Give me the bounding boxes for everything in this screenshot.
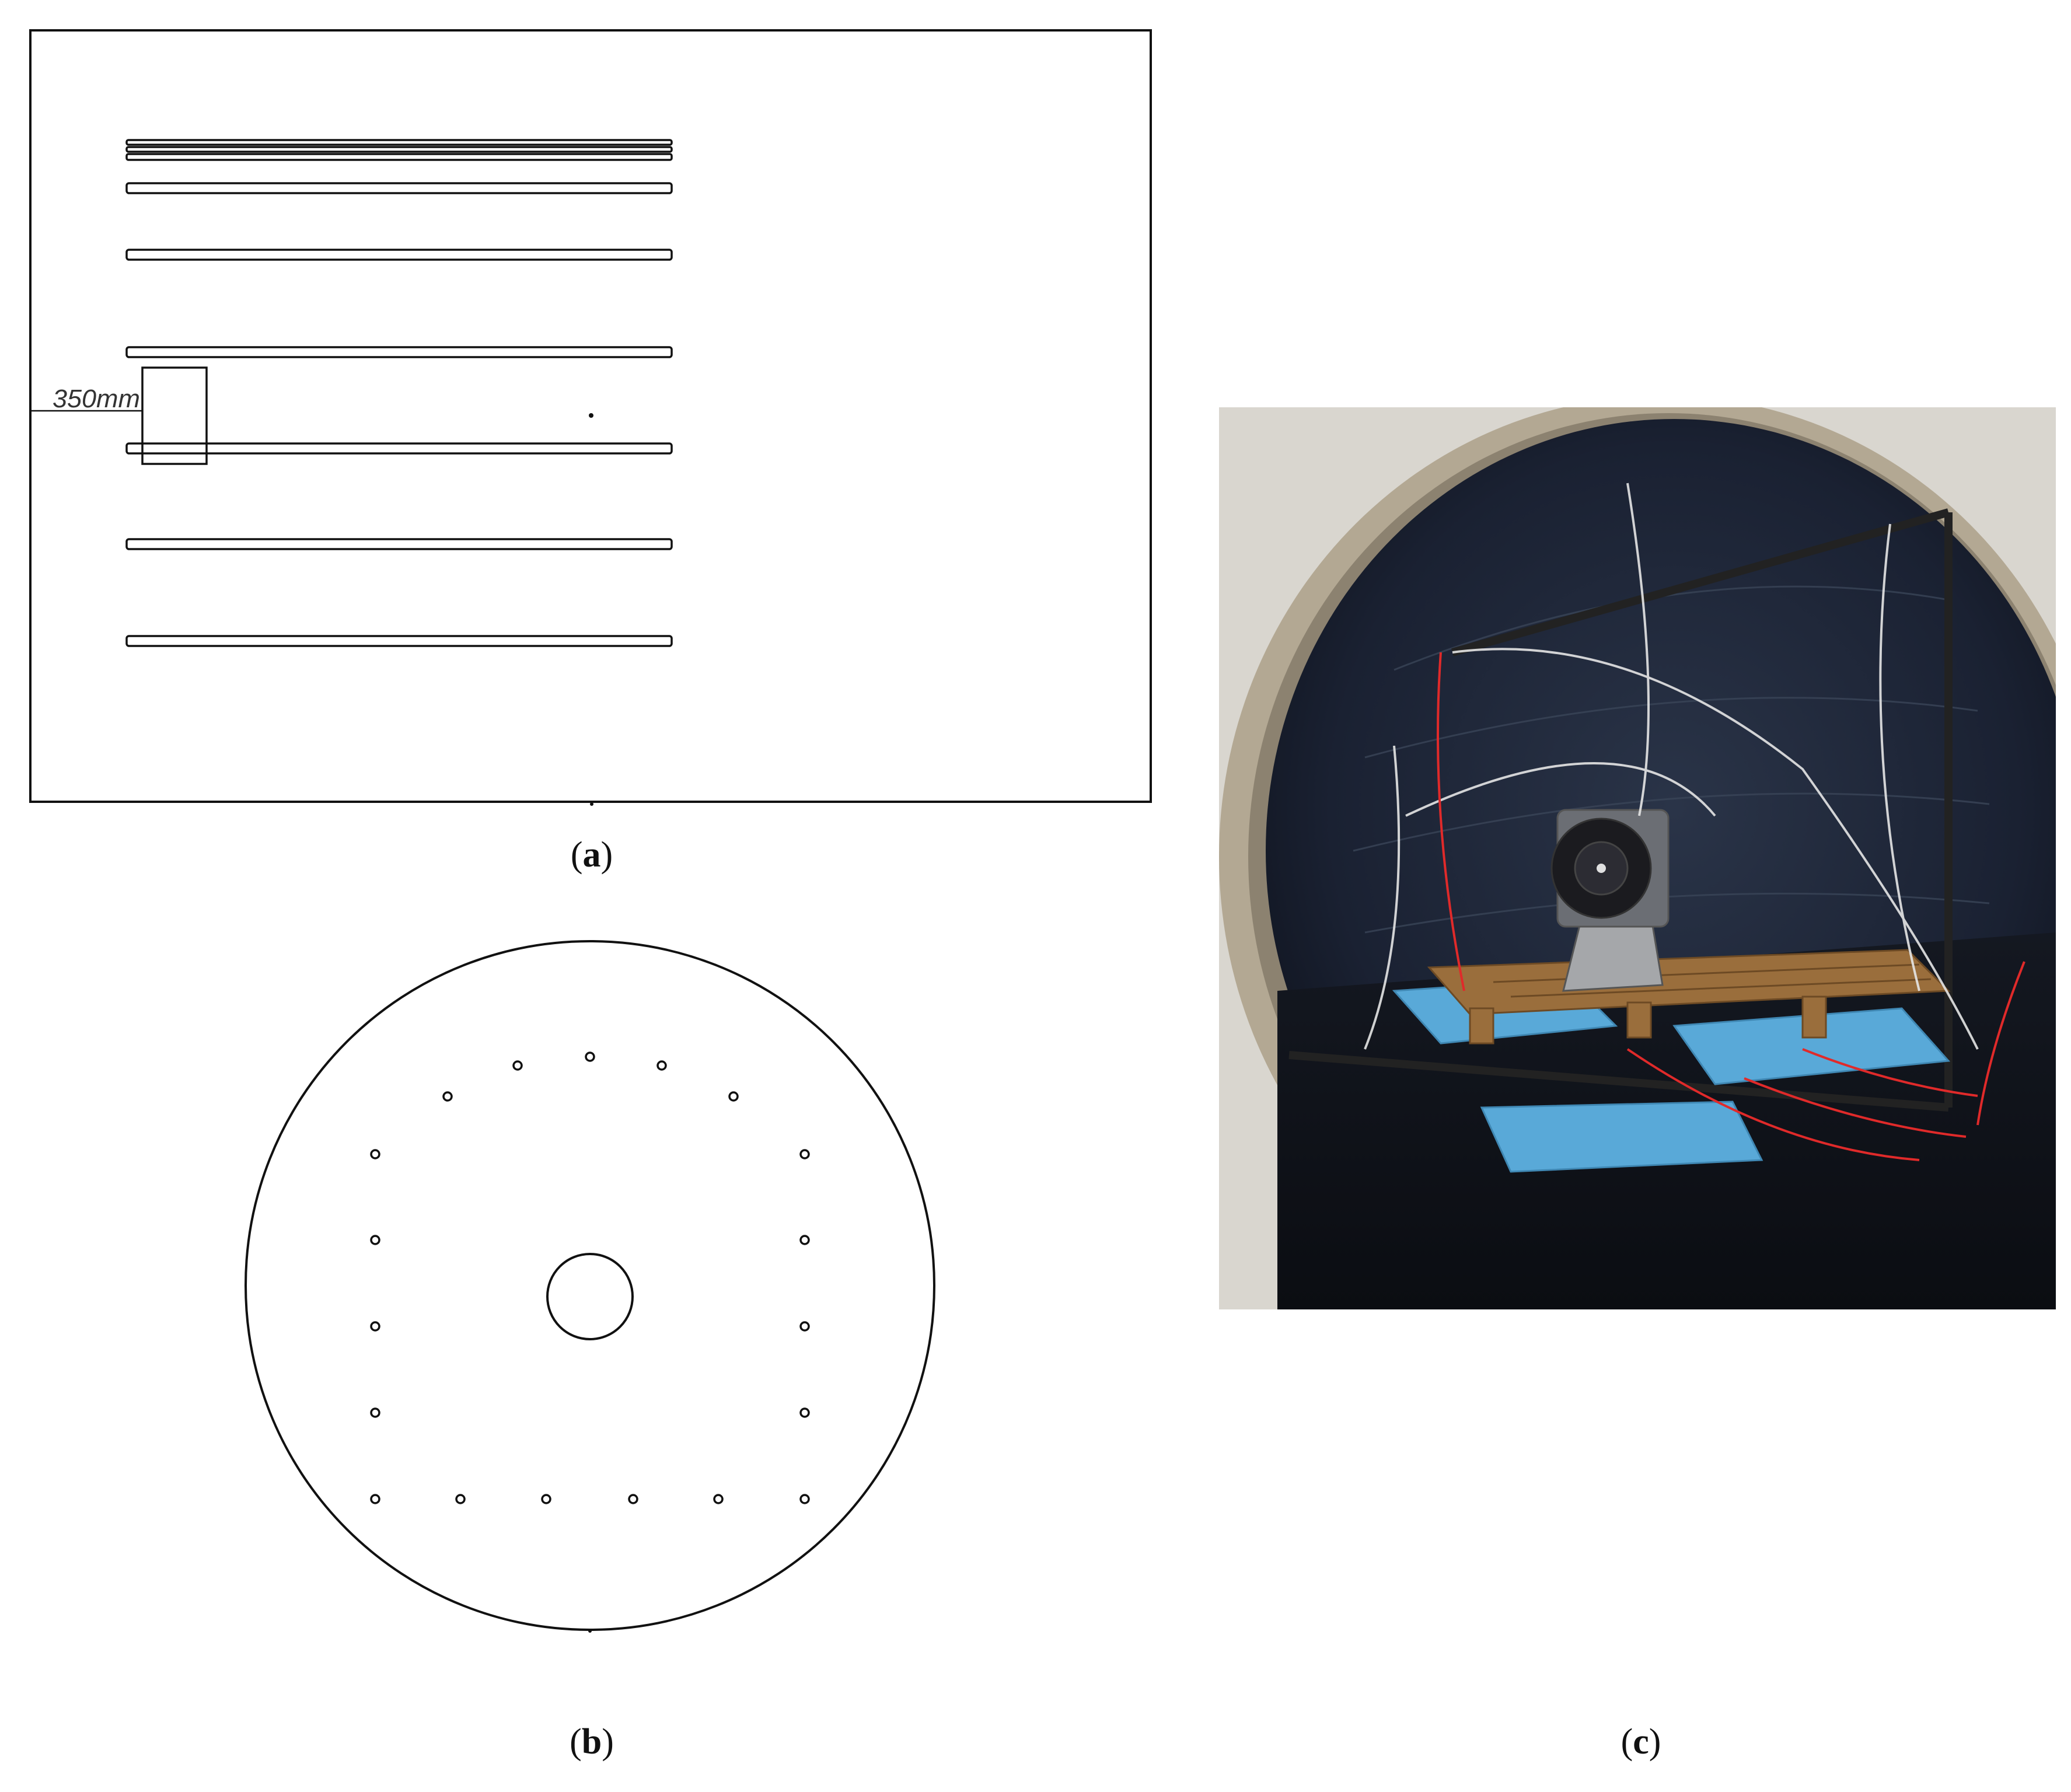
sensor-point — [512, 1060, 523, 1071]
red-wires — [1437, 652, 2025, 1161]
caption-b-letter: b — [581, 1722, 602, 1762]
reference-dot — [589, 413, 593, 418]
caption-c-open: ( — [1621, 1722, 1633, 1762]
shelves — [125, 182, 673, 647]
caption-c: (c) — [1583, 1721, 1699, 1763]
shelf-2 — [125, 249, 673, 261]
sensor-point — [455, 1494, 466, 1504]
front-view-drawing — [245, 940, 935, 1633]
caption-b-close: ) — [602, 1722, 614, 1762]
panel-c-photo — [1219, 396, 2071, 1318]
test-article — [1550, 809, 1670, 992]
caption-b: (b) — [533, 1721, 650, 1763]
sensor-point — [799, 1149, 810, 1159]
sensor-point — [370, 1149, 380, 1159]
sensor-point — [713, 1494, 724, 1504]
caption-a: (a) — [533, 834, 650, 876]
sensor-point — [799, 1235, 810, 1245]
support-frame — [1288, 508, 1953, 1112]
shelf-stack-top — [125, 139, 673, 161]
sensor-point — [628, 1494, 638, 1504]
shelf-5 — [125, 538, 673, 550]
caption-b-open: ( — [570, 1722, 582, 1762]
sensor-point — [370, 1321, 380, 1332]
bottom-center-tick — [590, 802, 593, 806]
panel-b-front-view — [0, 910, 1196, 1681]
sensor-point — [656, 1060, 667, 1071]
thermocouple-wires — [1364, 483, 1979, 1050]
test-article-box — [141, 366, 208, 465]
bottom-tick — [588, 1629, 592, 1633]
sensor-point — [799, 1407, 810, 1418]
dimension-label: 350mm — [53, 385, 140, 413]
sensor-point — [370, 1407, 380, 1418]
sensor-point — [541, 1494, 551, 1504]
center-port-circle — [546, 1253, 634, 1340]
chamber-outline — [29, 29, 1152, 803]
side-view-drawing: 350mm — [29, 29, 1152, 806]
caption-a-letter: a — [582, 835, 601, 875]
caption-a-close: ) — [600, 835, 613, 875]
wooden-pallet — [1427, 949, 1951, 1045]
shelf-3 — [125, 346, 673, 358]
caption-c-letter: c — [1633, 1722, 1649, 1762]
sensor-point — [370, 1235, 380, 1245]
sensor-point — [799, 1494, 810, 1504]
shelf-1 — [125, 182, 673, 194]
panel-a-schematic: 350mm — [0, 0, 1167, 817]
chamber-photo — [1219, 396, 2071, 1318]
sensor-points — [370, 1052, 810, 1504]
shelf-4 — [125, 442, 673, 455]
sensor-point — [585, 1052, 595, 1062]
caption-c-close: ) — [1649, 1722, 1661, 1762]
sensor-point — [728, 1091, 739, 1102]
shelf-6 — [125, 635, 673, 647]
sensor-point — [370, 1494, 380, 1504]
caption-a-open: ( — [570, 835, 583, 875]
chamber-circle — [245, 940, 935, 1631]
sensor-point — [442, 1091, 453, 1102]
sensor-point — [799, 1321, 810, 1332]
